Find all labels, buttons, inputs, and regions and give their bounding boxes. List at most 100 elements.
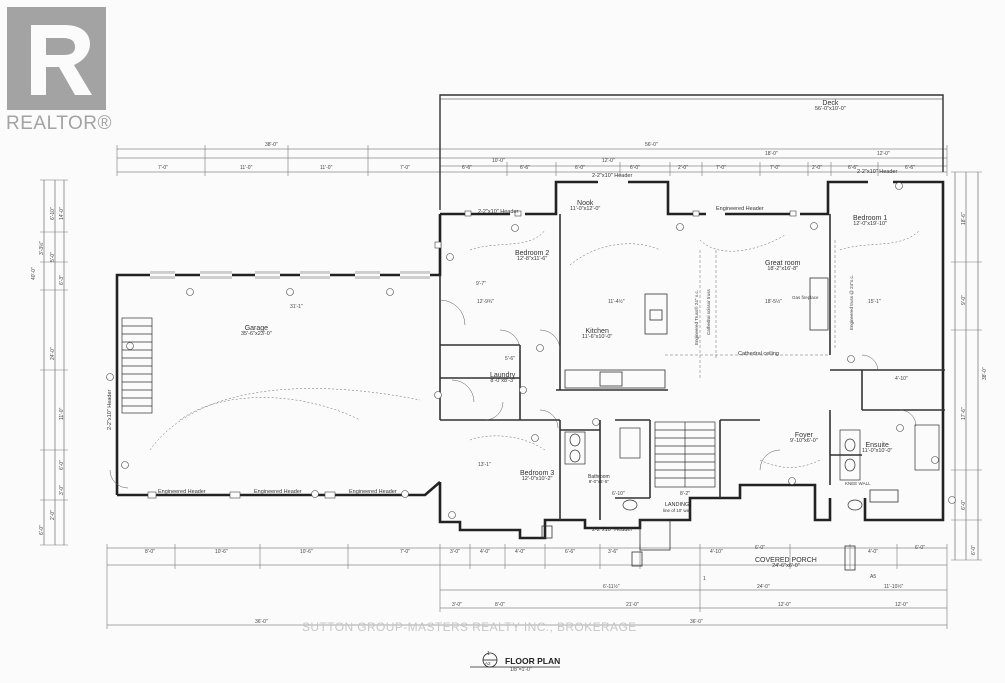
dim-bottom: 10'-6" <box>300 549 313 555</box>
dim-left: 3'-3½" <box>39 240 45 255</box>
room-name: Great room <box>765 260 801 267</box>
room-name: COVERED PORCH <box>755 557 817 564</box>
dim-top-mid: 10'-0" <box>492 158 505 164</box>
header-note: Engineered Header <box>716 206 764 212</box>
room-dims: 9'-10"x6'-0" <box>790 438 818 444</box>
fireplace-note: Gas fireplace <box>792 295 819 300</box>
dim-misc: 4'-10" <box>895 376 908 382</box>
dim-misc: 15'-1" <box>868 299 881 305</box>
room-dims: 8'-0"x8'-3" <box>490 378 515 384</box>
room-name: Bedroom 1 <box>853 215 888 222</box>
dim-top: 6'-0" <box>575 165 585 171</box>
truss-note: Engineered truss @ 24"o.c. <box>849 275 854 330</box>
dim-misc: 8'-2" <box>680 491 690 497</box>
room-foyer: Foyer 9'-10"x6'-0" <box>790 432 818 445</box>
knee-wall-note: KNEE WALL <box>845 481 871 486</box>
dim-top: 7'-0" <box>770 165 780 171</box>
brokerage-watermark: SUTTON GROUP-MASTERS REALTY INC., BROKER… <box>302 620 637 634</box>
dim-top: 11'-0" <box>240 165 253 171</box>
title-marker-top: 1 <box>487 651 490 657</box>
dim-top: 6'-6" <box>462 165 472 171</box>
room-name: Deck <box>822 100 839 107</box>
dim-bottom: 4'-0" <box>480 549 490 555</box>
dim-bottom: 8'-0" <box>145 549 155 555</box>
dim-top: 7'-0" <box>158 165 168 171</box>
room-dims: 12'-0"x10'-2" <box>521 476 553 482</box>
room-name: Nook <box>577 200 594 207</box>
room-name: Laundry <box>490 372 516 379</box>
dim-right: 17'-6" <box>961 407 967 420</box>
dim-bottom-overall: 36'-0" <box>690 619 703 625</box>
dim-top: 11'-0" <box>320 165 333 171</box>
room-dims: 18'-2"x16'-8" <box>767 266 799 272</box>
dim-misc: 12'-9¾" <box>477 299 494 305</box>
dim-right: 6'-0" <box>971 545 977 555</box>
dim-left: 5'-0" <box>50 252 56 262</box>
header-note: 2-2"x10" Header <box>857 169 898 175</box>
room-kitchen: Kitchen 11'-6"x10'-0" <box>582 328 612 341</box>
dim-bottom: 12'-0" <box>895 602 908 608</box>
dim-mark-a5: A5 <box>870 574 877 580</box>
room-name: Bedroom 2 <box>515 250 550 257</box>
room-deck: Deck 56'-0"x10'-0" <box>815 100 846 113</box>
dim-bottom-overall: 36'-0" <box>255 619 268 625</box>
room-name: Garage <box>244 325 269 332</box>
dim-top: 6'-6" <box>848 165 858 171</box>
dim-left: 2'-0" <box>50 510 56 520</box>
dim-right: 18'-6" <box>961 212 967 225</box>
room-bedroom-1: Bedroom 1 12'-0"x19'-10" <box>853 215 887 228</box>
truss-note: Cathedral scissor truss <box>706 289 711 335</box>
dim-top-mid: 12'-0" <box>877 151 890 157</box>
dim-top-right-overall: 18'-0" <box>765 151 778 157</box>
dim-top: 7'-0" <box>400 165 410 171</box>
dim-bottom: 3'-0" <box>452 602 462 608</box>
dim-left: 3'-0" <box>59 485 65 495</box>
room-dims: 12'-0"x19'-10" <box>853 221 888 227</box>
room-dims: 12'-8"x11'-6" <box>516 256 548 262</box>
room-name: Bedroom 3 <box>520 470 555 477</box>
header-note: 2-2"x10" Header <box>592 173 633 179</box>
ceiling-note: Cathedral ceiling <box>738 351 779 357</box>
dim-top: 2'-0" <box>812 165 822 171</box>
room-dims: 8'-0"x6'-5" <box>588 479 609 484</box>
room-bathroom: Bathroom 8'-0"x6'-5" <box>588 475 610 485</box>
dim-right-overall: 38'-0" <box>982 367 988 380</box>
room-name: Bathroom <box>588 474 610 480</box>
room-name: Foyer <box>794 432 813 439</box>
dim-misc: 13'-1" <box>478 462 491 468</box>
realtor-logo-icon <box>7 7 106 110</box>
room-garage: Garage 35'-6"x23'-0" <box>241 325 272 338</box>
dim-left: 14'-0" <box>59 207 65 220</box>
plan-title: FLOOR PLAN <box>505 656 561 666</box>
dim-right: 6'-0" <box>961 500 967 510</box>
truss-note: Engineered Truss® 24" o.c. <box>694 290 699 345</box>
dim-bottom: 6'-0" <box>755 545 765 551</box>
room-dims: 11'-6"x10'-0" <box>582 334 613 340</box>
dim-right: 9'-0" <box>961 295 967 305</box>
dim-bottom: 3'-0" <box>450 549 460 555</box>
room-great-room: Great room 18'-2"x16'-8" <box>765 260 800 273</box>
dim-bottom: 7'-0" <box>400 549 410 555</box>
dim-bottom: 12'-0" <box>778 602 791 608</box>
room-covered-porch: COVERED PORCH 24'-6"x6'-0" <box>755 557 817 570</box>
header-note: 2-2"x10" Header <box>107 389 113 430</box>
room-bedroom-2: Bedroom 2 12'-8"x11'-6" <box>515 250 549 263</box>
dim-bottom: 21'-0" <box>626 602 639 608</box>
dim-bottom: 4'-0" <box>868 549 878 555</box>
dim-left: 6'-0" <box>39 525 45 535</box>
header-note: Engineered Header <box>158 489 206 495</box>
dim-bottom: 10'-6" <box>215 549 228 555</box>
dim-bottom: 4'-10" <box>710 549 723 555</box>
dim-left: 24'-0" <box>50 347 56 360</box>
dim-misc: 5'-6" <box>505 356 515 362</box>
room-bedroom-3: Bedroom 3 12'-0"x10'-2" <box>520 470 554 483</box>
room-landing: LANDING line of 10' wall <box>663 502 691 513</box>
room-dims: 11'-0"x12'-0" <box>570 206 601 212</box>
dim-bottom: 3'-6" <box>608 549 618 555</box>
room-name: LANDING <box>664 502 690 508</box>
dim-left: 6'-3" <box>59 275 65 285</box>
dim-bottom: 6'-6" <box>565 549 575 555</box>
dim-top: 7'-0" <box>716 165 726 171</box>
room-name: Kitchen <box>585 328 609 335</box>
